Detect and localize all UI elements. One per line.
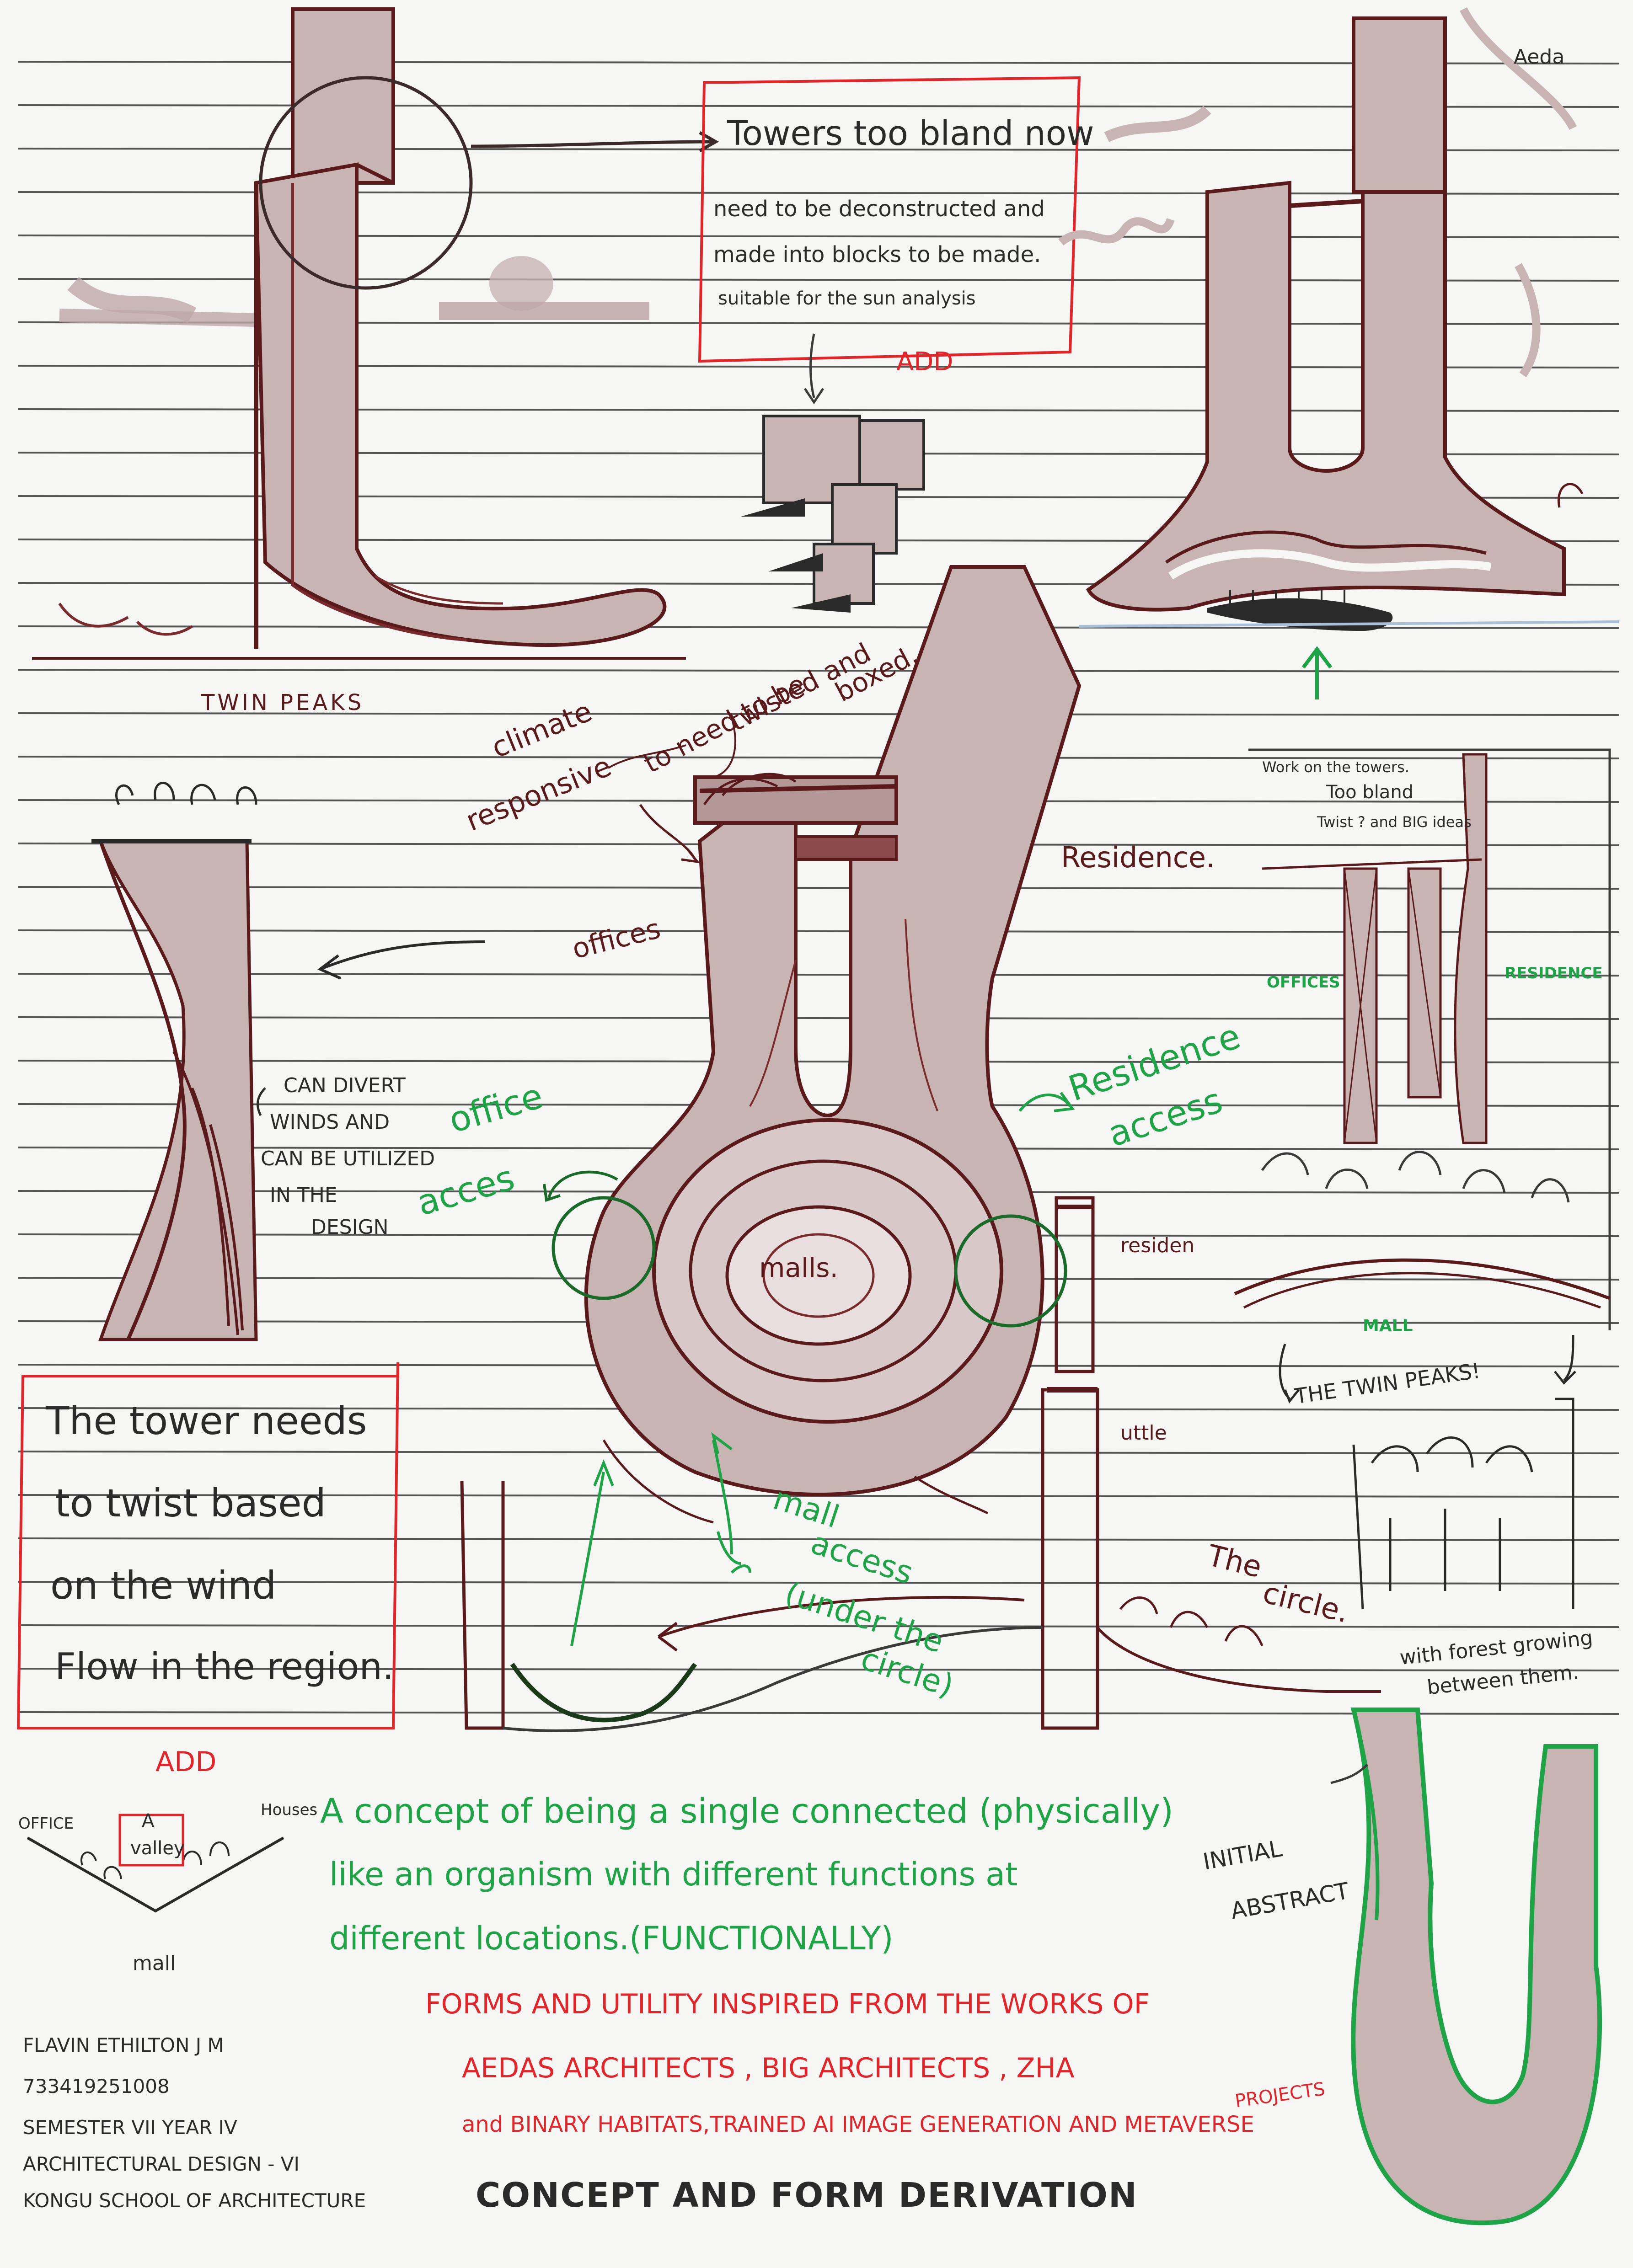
top-right-marker: Aeda — [1514, 46, 1564, 69]
author-semester: SEMESTER VII YEAR IV — [23, 2117, 237, 2139]
forest-sketch — [1354, 1399, 1573, 1609]
concept-line-1: A concept of being a single connected (p… — [320, 1792, 1173, 1831]
page-title: CONCEPT AND FORM DERIVATION — [476, 2176, 1138, 2215]
can-divert-line-3: CAN BE UTILIZED — [261, 1147, 435, 1171]
add-label-bottom: ADD — [155, 1746, 216, 1778]
concept-line-2: like an organism with different function… — [329, 1856, 1018, 1893]
uttle-label: uttle — [1120, 1422, 1167, 1445]
towers-bland-line-2: need to be deconstructed and — [713, 197, 1045, 222]
rule-line — [18, 1017, 1619, 1019]
can-divert-line-2: WINDS AND — [270, 1111, 390, 1134]
malls-label: malls. — [759, 1253, 838, 1283]
valley-office-label: OFFICE — [18, 1815, 74, 1833]
author-name: FLAVIN ETHILTON J M — [23, 2034, 224, 2056]
towers-bland-line-4: suitable for the sun analysis — [718, 288, 976, 309]
valley-valley-label: valley — [130, 1838, 185, 1859]
valley-houses-label: Houses — [261, 1801, 317, 1819]
author-id: 733419251008 — [23, 2076, 170, 2097]
twin-peaks-section-sketch — [1235, 750, 1610, 1401]
work-on-towers-line-3: Twist ? and BIG ideas — [1317, 814, 1472, 831]
twin-tower-arch-sketch — [1061, 9, 1619, 699]
inspired-line-2: AEDAS ARCHITECTS , BIG ARCHITECTS , ZHA — [462, 2053, 1075, 2084]
rule-line — [18, 887, 1619, 889]
main-concept-form — [586, 567, 1079, 1494]
residence-section-label: RESIDENCE — [1505, 965, 1603, 982]
rule-line — [18, 1061, 1619, 1062]
author-school: KONGU SCHOOL OF ARCHITECTURE — [23, 2190, 366, 2212]
initial-abstract-u — [1331, 1710, 1600, 2223]
concept-line-3: different locations.(FUNCTIONALLY) — [329, 1920, 894, 1957]
offices-section-label: OFFICES — [1267, 974, 1340, 992]
tower-twist-line-2: to twist based — [55, 1481, 326, 1526]
can-divert-line-1: CAN DIVERT — [284, 1074, 406, 1098]
towers-bland-line-3: made into blocks to be made. — [713, 242, 1041, 267]
residen-label: residen — [1120, 1234, 1194, 1258]
work-on-towers-line-2: Too bland — [1326, 782, 1413, 803]
valley-a-label: A — [142, 1810, 154, 1831]
work-on-towers-line-1: Work on the towers. — [1262, 759, 1409, 776]
residence-label: Residence. — [1061, 841, 1215, 874]
towers-bland-line-1: Towers too bland now — [727, 114, 1094, 153]
can-divert-line-5: DESIGN — [311, 1216, 389, 1239]
add-label-top: ADD — [896, 347, 953, 377]
can-divert-line-4: IN THE — [270, 1184, 337, 1207]
inspired-line-1: FORMS AND UTILITY INSPIRED FROM THE WORK… — [425, 1989, 1150, 2020]
mall-section-label: MALL — [1363, 1317, 1413, 1335]
rule-line — [18, 974, 1619, 976]
valley-mall-label: mall — [133, 1952, 176, 1975]
author-course: ARCHITECTURAL DESIGN - VI — [23, 2153, 300, 2175]
rule-line — [18, 1625, 1619, 1627]
twin-peaks-label: TWIN PEAKS — [201, 690, 364, 715]
rule-line — [18, 930, 1619, 932]
tower-twist-line-4: Flow in the region. — [55, 1646, 394, 1688]
inspired-line-3: and BINARY HABITATS,TRAINED AI IMAGE GEN… — [462, 2112, 1254, 2137]
tower-twist-line-1: The tower needs — [46, 1399, 367, 1443]
tower-twist-line-3: on the wind — [50, 1564, 276, 1608]
